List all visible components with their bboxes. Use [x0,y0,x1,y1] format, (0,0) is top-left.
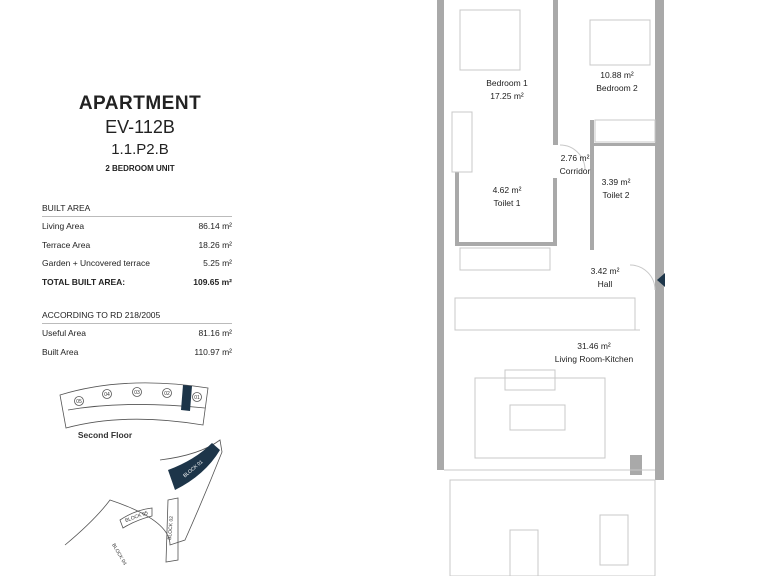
column [630,455,642,475]
block-01-highlight [168,443,220,490]
terrace-table [599,514,629,566]
terrace [449,479,656,576]
wardrobe [594,119,656,143]
room-area: 10.88 m² [600,70,634,80]
room-area: 3.39 m² [601,177,631,187]
terrace-table [509,529,539,576]
wall-right [655,0,664,480]
wall-toilet2-top [590,143,655,146]
room-hall: 3.42 m² Hall [591,265,620,291]
unit-label: 04 [104,392,110,398]
room-area: 17.25 m² [490,91,524,101]
room-name: Toilet 1 [493,198,521,208]
floor-outline [59,382,209,429]
unit-type: 2 BEDROOM UNIT [105,164,175,173]
room-name: Corridor [559,166,591,176]
wall-toilet2-left [590,120,594,250]
selected-unit [181,385,192,411]
built-area-section: BUILT AREA Living Area 86.14 m² Terrace A… [42,203,232,291]
floor-plan [437,0,665,576]
sofa [474,377,606,459]
coffee-table [509,404,566,431]
area-value: 18.26 m² [198,239,232,250]
kitchen-island [454,297,636,331]
total-area-row: TOTAL BUILT AREA: 109.65 m² [42,273,232,292]
area-row: Terrace Area 18.26 m² [42,236,232,255]
unit-marker [192,392,202,402]
area-value: 110.97 m² [194,346,232,357]
rd-area-section: ACCORDING TO RD 218/2005 Useful Area 81.1… [42,310,232,361]
apartment-code: EV-112B [105,117,175,137]
room-corridor: 2.76 m² Corridor [560,152,591,178]
wall-toilet1-left [455,172,459,244]
kitchen-counter [459,247,551,271]
area-label: Garden + Uncovered terrace [42,258,150,269]
room-name: Hall [597,279,613,289]
room-bedroom-2: 10.88 m² Bedroom 2 [596,69,638,95]
area-value: 109.65 m² [193,276,232,287]
bed-1 [459,9,521,71]
block-label: BLOCK 05 [124,510,149,524]
area-label: Terrace Area [42,239,91,250]
block-label: BLOCK 04 [110,543,127,567]
room-area: 3.42 m² [590,266,620,276]
room-name: Living Room-Kitchen [554,354,634,364]
block-02 [165,497,179,563]
block-05 [119,507,153,529]
wall-toilet1-bottom [455,242,557,246]
unit-label: 03 [134,390,140,396]
wall-toilet1-right [553,178,557,246]
page-title: APARTMENT [78,93,202,114]
area-label: Living Area [42,221,85,232]
wall-bedroom-divider [553,0,558,145]
wall-left [437,0,444,470]
room-bedroom-1: Bedroom 1 17.25 m² [486,77,528,103]
floor-label: Second Floor [77,430,133,440]
unit-label: 01 [194,395,200,401]
area-value: 81.16 m² [198,328,232,339]
door-swing [629,264,656,291]
unit-marker [102,389,112,399]
area-value: 86.14 m² [198,221,232,232]
area-label: Built Area [42,346,79,357]
area-row: Living Area 86.14 m² [42,217,232,236]
rd-area-heading: ACCORDING TO RD 218/2005 [42,310,232,324]
room-toilet-1: 4.62 m² Toilet 1 [493,184,522,210]
room-living-kitchen: 31.46 m² Living Room-Kitchen [555,340,633,366]
room-area: 2.76 m² [560,153,590,163]
unit-marker [74,396,84,406]
area-row: Useful Area 81.16 m² [42,324,232,343]
unit-label: 05 [76,399,82,405]
door-swing [559,144,586,171]
area-row: Garden + Uncovered terrace 5.25 m² [42,254,232,273]
area-value: 5.25 m² [203,258,232,269]
bed-2 [589,19,651,66]
room-name: Bedroom 1 [486,78,528,88]
room-name: Bedroom 2 [596,83,638,93]
room-name: Toilet 2 [602,190,630,200]
unit-label: 02 [164,391,170,397]
unit-marker [162,388,172,398]
unit-marker [132,387,142,397]
built-area-heading: BUILT AREA [42,203,232,217]
sofa-back [504,369,556,391]
room-toilet-2: 3.39 m² Toilet 2 [602,176,631,202]
area-label: Useful Area [42,328,86,339]
wardrobe [451,111,473,173]
room-area: 4.62 m² [492,185,522,195]
area-row: Built Area 110.97 m² [42,343,232,362]
block-label: BLOCK 02 [167,516,175,541]
entrance-arrow-icon [657,273,665,287]
apartment-ref: 1.1.P2.B [111,141,169,158]
room-area: 31.46 m² [577,341,611,351]
area-label: TOTAL BUILT AREA: [42,276,126,287]
